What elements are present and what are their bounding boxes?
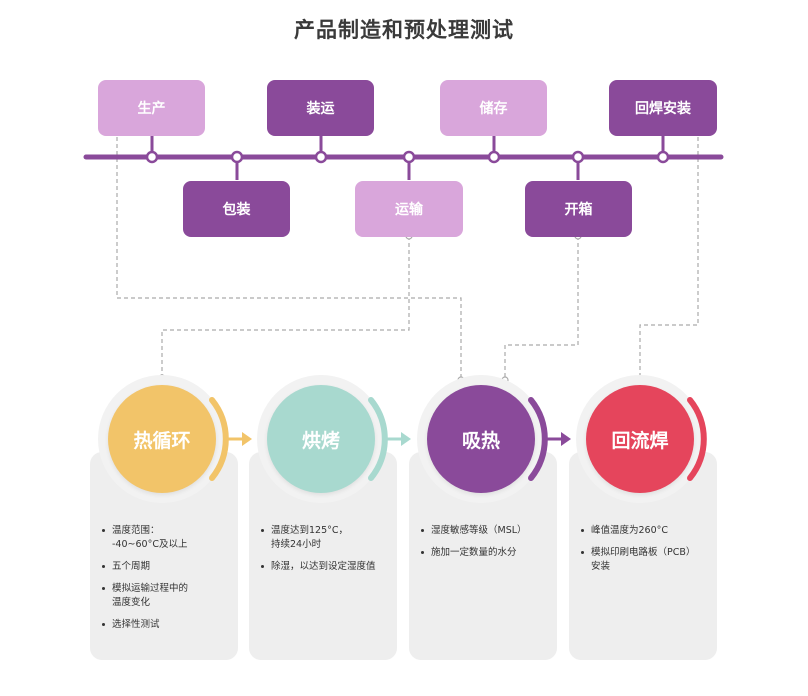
bullet-item: 温度达到125°C， 持续24小时 <box>261 524 391 552</box>
bullet-item: 选择性测试 <box>102 618 232 632</box>
connector-transport-to-thermal <box>161 236 410 378</box>
arrow-head <box>242 432 252 446</box>
stage-transport: 运输 <box>355 181 463 237</box>
stage-packing: 包装 <box>183 181 290 237</box>
arrow-head <box>561 432 571 446</box>
bullet-item: 模拟运输过程中的 温度变化 <box>102 582 232 610</box>
step-bullets: 温度达到125°C， 持续24小时 除湿，以达到设定湿度值 <box>261 524 391 582</box>
bullet-item: 湿度敏感等级（MSL） <box>421 524 551 538</box>
step-circle-thermal-cycle: 热循环 <box>108 385 216 493</box>
timeline-node <box>314 150 328 164</box>
step-bullets: 湿度敏感等级（MSL） 施加一定数量的水分 <box>421 524 551 568</box>
arc-reflow <box>687 397 707 481</box>
step-circle-soak: 吸热 <box>427 385 535 493</box>
bullet-item: 模拟印刷电路板（PCB） 安装 <box>581 546 711 574</box>
connector-production-to-thermal <box>116 130 462 380</box>
bullet-item: 除湿，以达到设定湿度值 <box>261 560 391 574</box>
timeline-node <box>145 150 159 164</box>
stage-storage: 储存 <box>440 80 547 136</box>
bullet-item: 五个周期 <box>102 560 232 574</box>
stage-unpacking: 开箱 <box>525 181 632 237</box>
stage-shipping: 装运 <box>267 80 374 136</box>
timeline-node <box>402 150 416 164</box>
stage-production: 生产 <box>98 80 205 136</box>
arrow-head <box>401 432 411 446</box>
bullet-item: 峰值温度为260°C <box>581 524 711 538</box>
timeline-node <box>230 150 244 164</box>
timeline-node <box>487 150 501 164</box>
step-circle-reflow: 回流焊 <box>586 385 694 493</box>
step-card-reflow: 峰值温度为260°C 模拟印刷电路板（PCB） 安装 <box>569 452 717 660</box>
bullet-item: 施加一定数量的水分 <box>421 546 551 560</box>
step-bullets: 温度范围： -40~60°C及以上 五个周期 模拟运输过程中的 温度变化 选择性… <box>102 524 232 640</box>
timeline-node <box>571 150 585 164</box>
step-circle-bake: 烘烤 <box>267 385 375 493</box>
timeline-node <box>656 150 670 164</box>
connector-unpacking-to-soak <box>504 236 579 380</box>
bullet-item: 温度范围： -40~60°C及以上 <box>102 524 232 552</box>
step-card-thermal-cycle: 温度范围： -40~60°C及以上 五个周期 模拟运输过程中的 温度变化 选择性… <box>90 452 238 660</box>
page-title: 产品制造和预处理测试 <box>294 18 514 42</box>
step-bullets: 峰值温度为260°C 模拟印刷电路板（PCB） 安装 <box>581 524 711 582</box>
connector-reflow-to-reflow <box>639 130 699 380</box>
stage-reflow-mounting: 回焊安装 <box>609 80 717 136</box>
